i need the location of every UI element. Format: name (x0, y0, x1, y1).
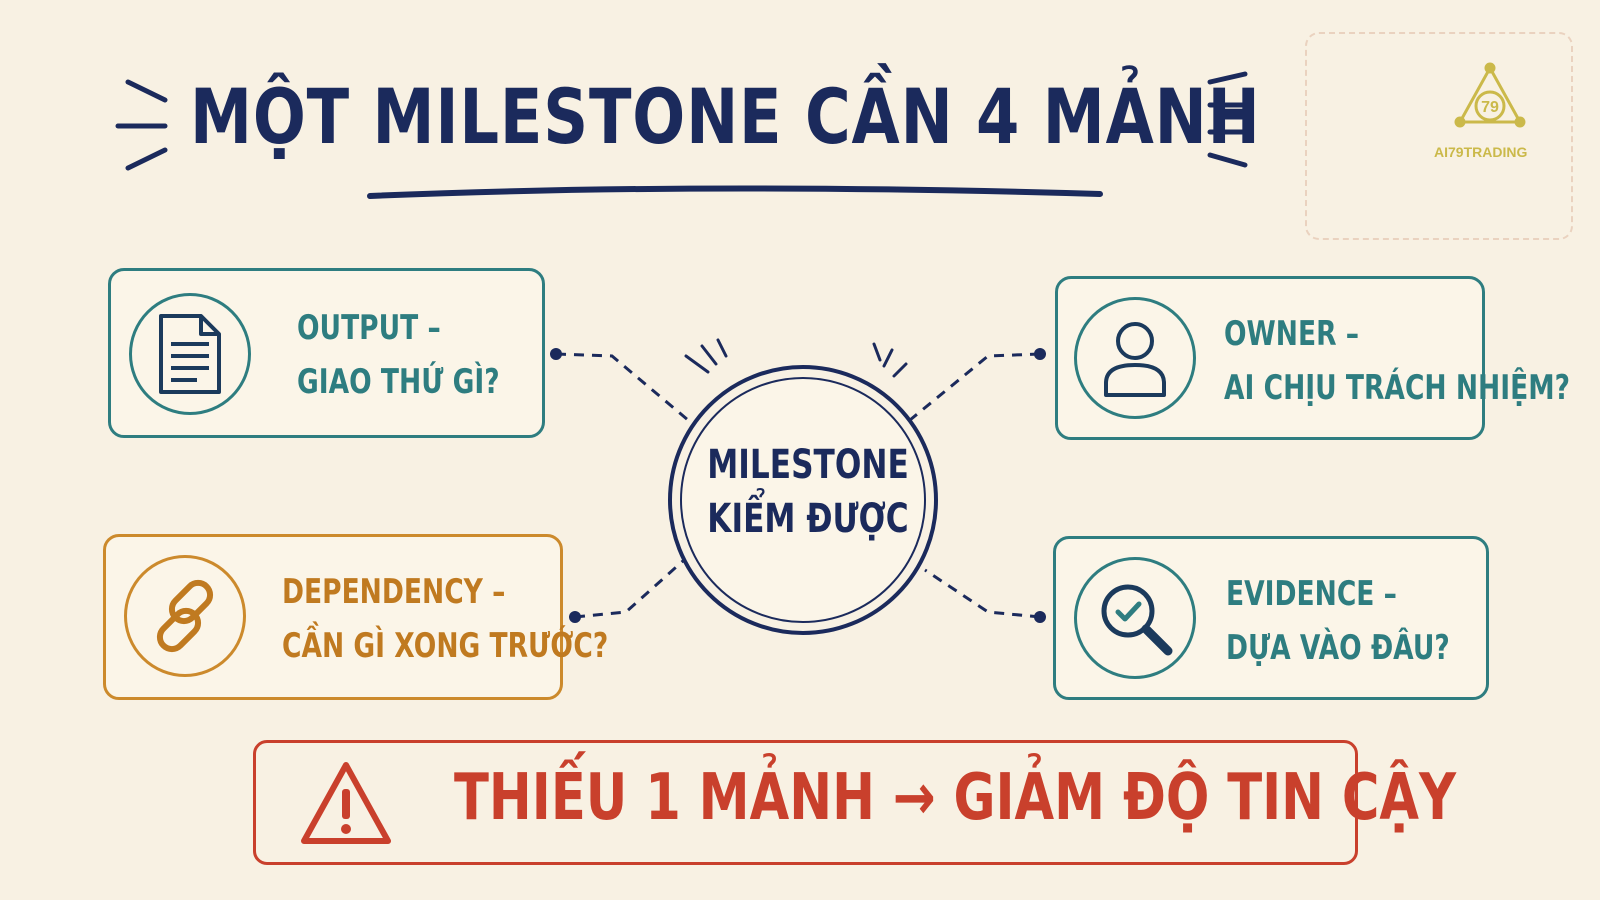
logo-text: AI79TRADING (1434, 144, 1528, 160)
chain-link-icon (156, 579, 214, 653)
magnifier-check-icon (1101, 584, 1173, 656)
warning-text: THIẾU 1 MẢNH → GIẢM ĐỘ TIN CẬY (454, 761, 1457, 835)
card-dependency-question: CẦN GÌ XONG TRƯỚC? (282, 626, 609, 666)
logo-placeholder: 79 AI79TRADING (1305, 32, 1573, 240)
card-dependency: DEPENDENCY – CẦN GÌ XONG TRƯỚC? (103, 534, 608, 700)
logo-icon: 79 (1454, 62, 1526, 128)
card-output-question: GIAO THỨ GÌ? (297, 362, 500, 402)
warning-triangle-icon (301, 762, 391, 844)
center-line-2: KIỂM ĐƯỢC (707, 496, 909, 542)
card-evidence: EVIDENCE – DỰA VÀO ĐÂU? (1053, 536, 1489, 700)
card-output: OUTPUT – GIAO THỨ GÌ? (108, 268, 545, 438)
card-owner: OWNER – AI CHỊU TRÁCH NHIỆM? (1055, 276, 1570, 440)
document-icon (159, 314, 221, 394)
logo-badge: 79 (1481, 99, 1499, 116)
page-title: MỘT MILESTONE CẦN 4 MẢNH (190, 72, 1261, 161)
card-owner-title: OWNER – (1224, 314, 1360, 354)
card-dependency-title: DEPENDENCY – (282, 572, 506, 612)
center-line-1: MILESTONE (707, 442, 909, 488)
center-milestone-label: MILESTONE KIỂM ĐƯỢC (699, 438, 917, 546)
warning-banner: THIẾU 1 MẢNH → GIẢM ĐỘ TIN CẬY (253, 740, 1456, 865)
card-evidence-title: EVIDENCE – (1226, 574, 1397, 614)
card-output-title: OUTPUT – (297, 308, 441, 348)
card-evidence-question: DỰA VÀO ĐÂU? (1226, 628, 1450, 668)
person-icon (1104, 322, 1166, 397)
card-owner-question: AI CHỊU TRÁCH NHIỆM? (1224, 368, 1570, 408)
